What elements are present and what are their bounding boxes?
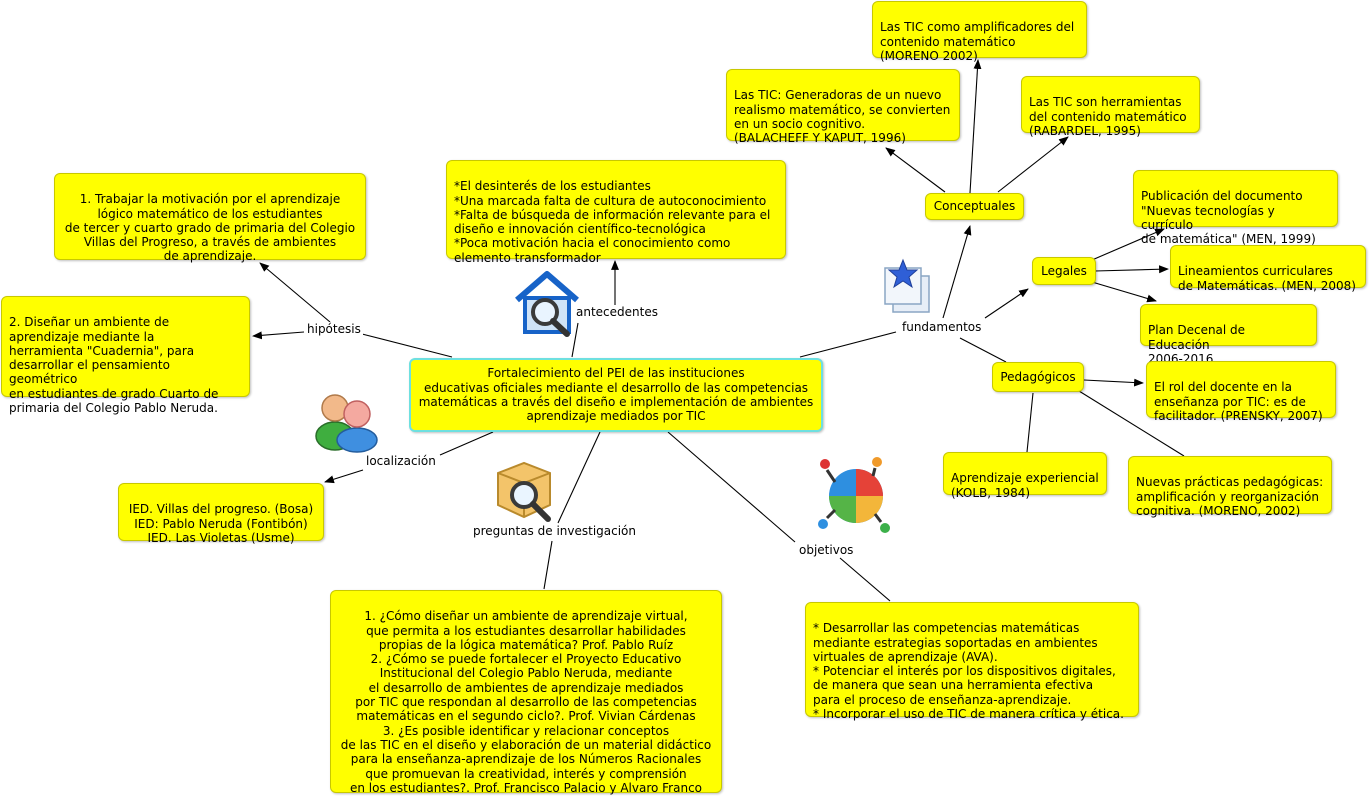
- hipotesis-1-text: 1. Trabajar la motivación por el aprendi…: [64, 192, 356, 264]
- hipotesis-1-node[interactable]: 1. Trabajar la motivación por el aprendi…: [54, 173, 366, 264]
- link-center-localizacion: [439, 431, 494, 456]
- link-objetivos-box: [839, 557, 891, 602]
- link-conceptuales-c3: [997, 136, 1069, 193]
- label-fundamentos[interactable]: fundamentos: [900, 320, 984, 334]
- preguntas-text: 1. ¿Cómo diseñar un ambiente de aprendiz…: [340, 609, 712, 795]
- conceptuales-node[interactable]: Conceptuales: [925, 193, 1024, 220]
- link-legales-l2: [1094, 265, 1169, 274]
- link-center-antecedentes: [571, 322, 579, 358]
- pedagogicos-label: Pedagógicos: [1000, 369, 1076, 384]
- people-users-icon: [315, 394, 378, 453]
- legales-l2-node[interactable]: Lineamientos curriculares de Matemáticas…: [1170, 245, 1366, 293]
- label-hipotesis[interactable]: hipótesis: [305, 322, 363, 336]
- localizacion-text: IED. Villas del progreso. (Bosa) IED: Pa…: [128, 502, 314, 545]
- link-fundamentos-pedagogicos: [959, 337, 1007, 363]
- link-pedagogicos-p1: [1083, 378, 1144, 387]
- antecedentes-text: *El desinterés de los estudiantes *Una m…: [454, 179, 771, 265]
- pedagogicos-p3-text: Nuevas prácticas pedagógicas: amplificac…: [1136, 475, 1324, 518]
- pedagogicos-p2-node[interactable]: Aprendizaje experiencial (KOLB, 1984): [943, 452, 1107, 500]
- pedagogicos-p3-node[interactable]: Nuevas prácticas pedagógicas: amplificac…: [1128, 456, 1332, 518]
- star-pages-icon: [884, 258, 930, 313]
- link-pedagogicos-p2: [1026, 392, 1034, 453]
- preguntas-node[interactable]: 1. ¿Cómo diseñar un ambiente de aprendiz…: [330, 590, 722, 795]
- legales-l2-text: Lineamientos curriculares de Matemáticas…: [1178, 264, 1356, 293]
- hipotesis-2-node[interactable]: 2. Diseñar un ambiente de aprendizaje me…: [1, 296, 250, 415]
- pedagogicos-p2-text: Aprendizaje experiencial (KOLB, 1984): [951, 471, 1099, 500]
- legales-l3-node[interactable]: Plan Decenal de Educación 2006-2016: [1140, 304, 1317, 366]
- link-localizacion-box: [324, 469, 364, 484]
- link-fundamentos-legales: [984, 288, 1029, 319]
- conceptuales-c1-text: Las TIC como amplificadores del contenid…: [880, 20, 1075, 63]
- hipotesis-2-text: 2. Diseñar un ambiente de aprendizaje me…: [9, 315, 219, 416]
- antecedentes-node[interactable]: *El desinterés de los estudiantes *Una m…: [446, 160, 786, 265]
- pedagogicos-p1-node[interactable]: El rol del docente en la enseñanza por T…: [1146, 361, 1336, 423]
- link-conceptuales-c1: [969, 59, 982, 194]
- label-objetivos[interactable]: objetivos: [797, 543, 856, 557]
- link-hipotesis-h2: [252, 331, 305, 340]
- legales-node[interactable]: Legales: [1032, 257, 1096, 285]
- link-legales-l1: [1091, 228, 1165, 261]
- conceptuales-label: Conceptuales: [933, 199, 1016, 214]
- link-center-objetivos: [667, 431, 796, 543]
- legales-l1-text: Publicación del documento "Nuevas tecnol…: [1141, 189, 1316, 247]
- conceptuales-c3-text: Las TIC son herramientas del contenido m…: [1029, 95, 1187, 138]
- central-topic-text: Fortalecimiento del PEI de las instituci…: [418, 366, 814, 424]
- pedagogicos-node[interactable]: Pedagógicos: [992, 362, 1084, 392]
- link-hipotesis-h1: [259, 262, 331, 323]
- conceptuales-c3-node[interactable]: Las TIC son herramientas del contenido m…: [1021, 76, 1200, 138]
- link-center-fundamentos: [799, 331, 897, 358]
- objetivos-text: * Desarrollar las competencias matemátic…: [813, 621, 1124, 722]
- label-localizacion[interactable]: localización: [364, 454, 438, 468]
- link-center-hipotesis: [361, 333, 453, 358]
- central-topic[interactable]: Fortalecimiento del PEI de las instituci…: [409, 358, 823, 432]
- conceptuales-c2-text: Las TIC: Generadoras de un nuevo realism…: [734, 88, 951, 146]
- label-antecedentes[interactable]: antecedentes: [574, 305, 660, 319]
- box-search-icon: [497, 461, 551, 522]
- conceptuales-c1-node[interactable]: Las TIC como amplificadores del contenid…: [872, 1, 1087, 63]
- label-preguntas[interactable]: preguntas de investigación: [471, 524, 639, 538]
- link-center-preguntas: [557, 431, 601, 524]
- legales-label: Legales: [1041, 263, 1087, 278]
- link-conceptuales-c2: [885, 147, 946, 193]
- link-pedagogicos-p3: [1078, 390, 1185, 457]
- link-fundamentos-conceptuales: [942, 225, 972, 319]
- house-search-icon: [515, 271, 579, 337]
- puzzle-team-icon: [818, 457, 890, 533]
- objetivos-node[interactable]: * Desarrollar las competencias matemátic…: [805, 602, 1139, 721]
- conceptuales-c2-node[interactable]: Las TIC: Generadoras de un nuevo realism…: [726, 69, 960, 145]
- localizacion-node[interactable]: IED. Villas del progreso. (Bosa) IED: Pa…: [118, 483, 324, 545]
- pedagogicos-p1-text: El rol del docente en la enseñanza por T…: [1154, 380, 1323, 423]
- legales-l1-node[interactable]: Publicación del documento "Nuevas tecnol…: [1133, 170, 1338, 246]
- link-legales-l3: [1091, 281, 1157, 303]
- link-preguntas-box: [543, 540, 553, 590]
